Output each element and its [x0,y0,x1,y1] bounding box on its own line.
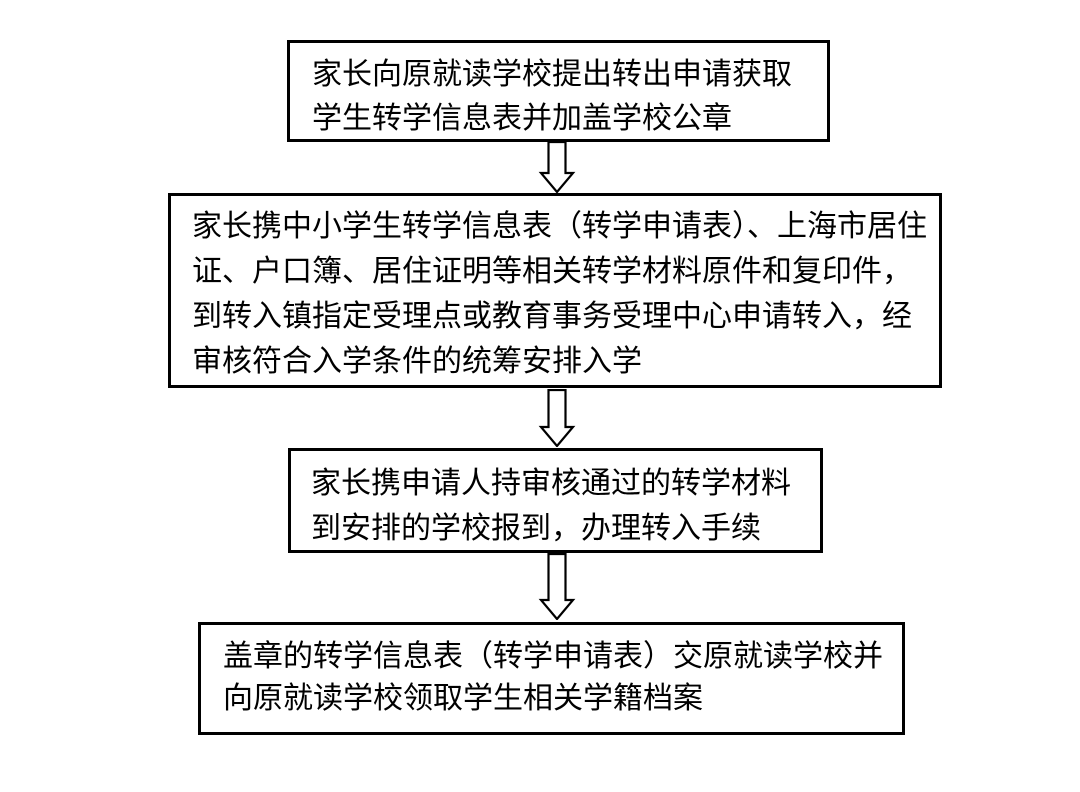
flow-step-3-text-line-1: 家长携申请人持审核通过的转学材料 [311,466,791,501]
flow-step-3-box: 家长携申请人持审核通过的转学材料 到安排的学校报到，办理转入手续 [288,448,823,553]
flow-step-1-text-line-1: 家长向原就读学校提出转出申请获取 [312,57,792,92]
flow-step-2-text-line-4: 审核符合入学条件的统筹安排入学 [192,344,642,379]
flow-step-2-box: 家长携中小学生转学信息表（转学申请表）、上海市居住 证、户口簿、居住证明等相关转… [168,193,942,388]
flow-step-3-text-line-2: 到安排的学校报到，办理转入手续 [311,511,761,546]
flow-step-2-text-line-3: 到转入镇指定受理点或教育事务受理中心申请转入，经 [192,299,912,334]
down-arrow-icon [538,141,576,193]
flow-step-1-text-line-2: 学生转学信息表并加盖学校公章 [312,101,732,136]
flow-step-4-box: 盖章的转学信息表（转学申请表）交原就读学校并 向原就读学校领取学生相关学籍档案 [198,622,905,735]
flow-step-2-text-line-1: 家长携中小学生转学信息表（转学申请表）、上海市居住 [192,209,927,244]
flow-step-2-text-line-2: 证、户口簿、居住证明等相关转学材料原件和复印件， [192,254,912,289]
flow-step-1-box: 家长向原就读学校提出转出申请获取 学生转学信息表并加盖学校公章 [287,40,830,142]
flow-step-4-text-line-1: 盖章的转学信息表（转学申请表）交原就读学校并 [223,639,883,674]
flow-step-4-text-line-2: 向原就读学校领取学生相关学籍档案 [223,681,703,716]
down-arrow-icon [538,389,576,447]
down-arrow-icon [538,553,576,620]
